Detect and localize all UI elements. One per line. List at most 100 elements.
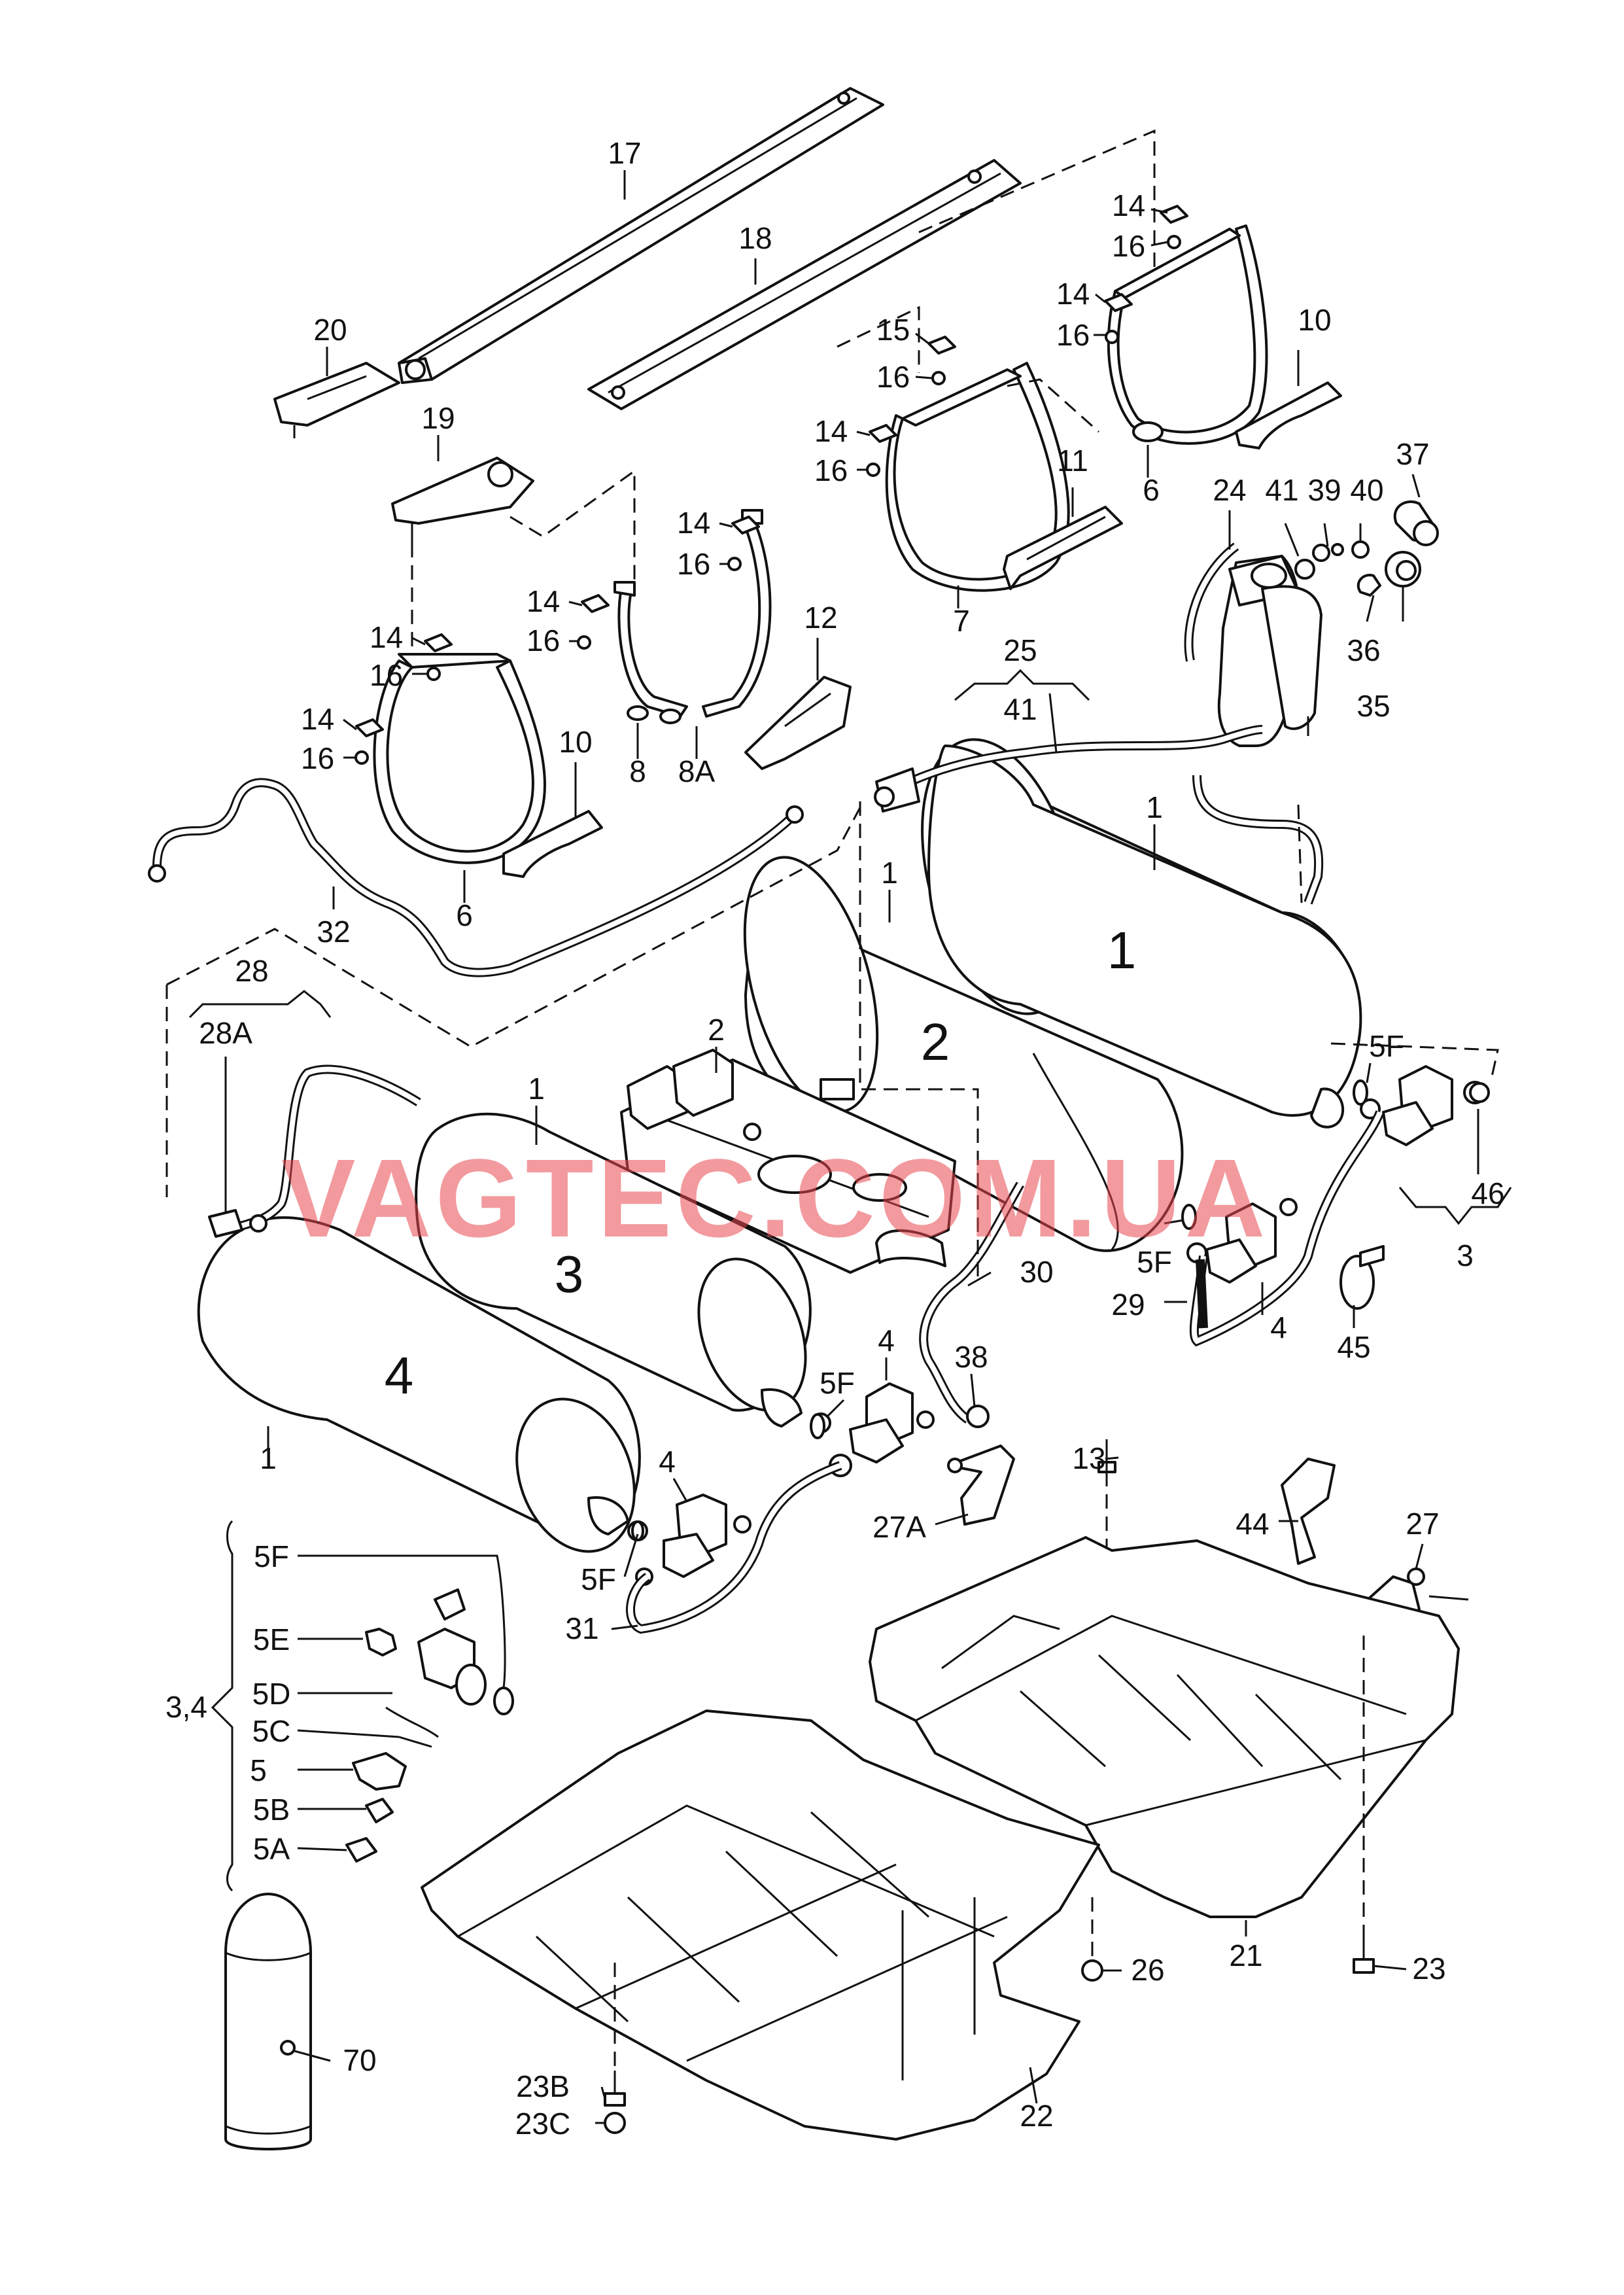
gas-tank-2 [743,856,1184,1252]
support-11 [1003,506,1123,590]
label-28: 28 [235,954,268,988]
saddle-10-left [502,810,603,878]
clamp-nuts [354,205,1188,765]
tank-number-1: 1 [1107,921,1137,979]
mounting-rail-18 [587,159,1022,410]
label-27A: 27A [872,1510,926,1544]
label-4: 4 [1270,1310,1287,1344]
bracket-19 [391,457,636,648]
gas-tank-4 [197,1216,641,1553]
valve-4-lower [627,1494,752,1586]
filler-hose-25 [874,725,1263,813]
label-14: 14 [1112,188,1145,222]
label-5E: 5E [253,1622,290,1656]
label-24: 24 [1213,473,1246,507]
label-39: 39 [1307,473,1341,507]
pipe-30 [919,1182,1025,1424]
pipe-28 [208,1064,421,1238]
label-36: 36 [1347,633,1380,667]
label-41: 41 [1265,473,1298,507]
clip-44 [1281,1458,1336,1565]
leader-lines [165,170,1512,2124]
label-16: 16 [370,658,403,692]
label-3: 3 [1457,1238,1474,1272]
label-14: 14 [301,702,334,736]
valve-4-right [1186,1198,1298,1284]
label-11: 11 [1057,444,1088,478]
label-25: 25 [1003,633,1037,667]
support-12 [744,676,852,770]
label-10: 10 [559,725,592,759]
label-5B: 5B [253,1793,290,1827]
label-29: 29 [1111,1288,1145,1322]
label-5F: 5F [820,1366,855,1400]
pipe-29 [1189,1110,1385,1347]
label-15: 15 [876,313,910,347]
nut-23C [604,2112,626,2134]
label-70: 70 [343,2043,376,2077]
label-18: 18 [738,221,772,255]
saddle-10-right [1235,381,1342,449]
label-41: 41 [1003,692,1037,726]
label-14: 14 [527,584,560,618]
mounting-rail-17 [398,87,884,384]
label-32: 32 [317,915,350,949]
tank-strap-7 [885,362,1070,592]
label-1: 1 [260,1441,277,1475]
label-17: 17 [608,136,641,170]
filler-neck-assembly [1184,500,1439,747]
tank-number-4: 4 [385,1346,414,1405]
label-16: 16 [876,360,910,394]
bolt-23B [604,1963,626,2107]
label-5F: 5F [581,1562,616,1596]
label-5F: 5F [1369,1029,1404,1063]
label-16: 16 [527,623,560,657]
label-31: 31 [565,1611,598,1645]
bracket-20 [273,362,400,438]
fuel-tank-central [620,1049,956,1274]
label-16: 16 [1056,318,1090,352]
label-16: 16 [301,741,334,775]
label-16: 16 [814,453,848,487]
label-14: 14 [677,506,710,540]
label-5C: 5C [252,1714,291,1748]
label-28A: 28A [199,1016,252,1050]
gas-tank-1 [921,738,1362,1129]
label-23: 23 [1412,1952,1445,1986]
tank-numbers: 1 2 3 4 [385,921,1137,1405]
label-4: 4 [659,1445,676,1479]
label-30: 30 [1020,1255,1053,1289]
label-35: 35 [1356,689,1390,723]
label-1: 1 [881,856,898,890]
label-10: 10 [1298,303,1331,337]
label-5D: 5D [252,1677,291,1711]
label-40: 40 [1350,473,1383,507]
bracket-27A [947,1445,1015,1526]
pipe-32 [148,778,804,977]
label-2: 2 [708,1013,725,1047]
label-14: 14 [370,620,403,654]
underfloor-panel-21 [869,1536,1460,1918]
tank-number-2: 2 [921,1013,950,1071]
label-26: 26 [1131,1953,1164,1987]
label-5: 5 [250,1753,267,1787]
gas-canister-70 [224,1893,312,2150]
label-3-4: 3,4 [165,1690,207,1724]
connector-46 [1469,1082,1490,1103]
label-19: 19 [421,401,455,435]
label-22: 22 [1020,2099,1053,2133]
label-23B: 23B [516,2069,570,2103]
watermark: VAGTEC.COM.UA [281,1136,1269,1261]
label-1: 1 [528,1072,545,1106]
valve-3-right [1360,1065,1488,1146]
label-16: 16 [677,547,710,581]
label-5F: 5F [1137,1245,1172,1279]
nut-38 [966,1405,990,1428]
label-23C: 23C [515,2107,570,2141]
label-37: 37 [1396,437,1429,471]
label-46: 46 [1471,1176,1504,1210]
label-7: 7 [953,604,970,638]
label-14: 14 [814,414,848,448]
label-1: 1 [1146,790,1163,824]
